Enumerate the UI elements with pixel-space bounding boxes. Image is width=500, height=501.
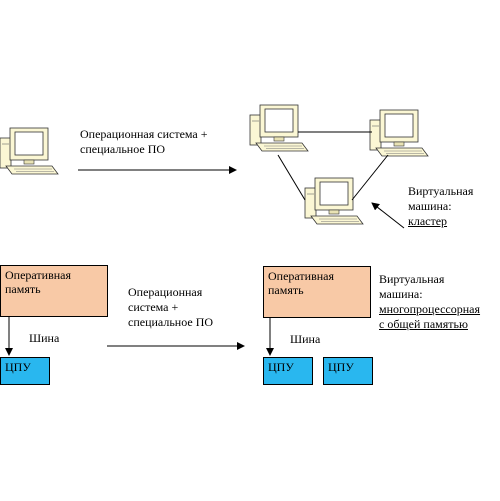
ram-right-line2: память: [268, 283, 304, 297]
ram-left-line2: память: [5, 282, 41, 296]
cluster-link: [277, 154, 306, 201]
ram-box-left: Оперативная память: [0, 265, 108, 317]
computer-icon: [369, 109, 429, 157]
computer-icon: [0, 127, 59, 175]
cluster-pointer-arrow: [371, 202, 405, 229]
bus-label-right: Шина: [290, 332, 321, 346]
cluster-vm-line2: машина:: [408, 199, 452, 213]
bus-label-left: Шина: [29, 331, 60, 345]
top-arrow-label-line2: специальное ПО: [80, 142, 166, 156]
smp-vm-line4: с общей памятью: [379, 317, 468, 331]
cpu-box-right-2: ЦПУ: [323, 357, 373, 385]
computer-icon: [304, 177, 364, 225]
cpu-box-left: ЦПУ: [0, 357, 50, 385]
cluster-vm-line3: кластер: [408, 214, 448, 228]
top-arrow-label-line1: Операционная система +: [80, 127, 208, 141]
cpu-left-label: ЦПУ: [5, 360, 31, 374]
cluster-vm-line1: Виртуальная: [408, 184, 474, 198]
cpu-box-right-1: ЦПУ: [263, 357, 313, 385]
ram-box-right: Оперативная память: [263, 266, 371, 318]
bottom-arrow-label-line1: Операционная: [128, 285, 203, 299]
computer-icon: [249, 104, 309, 152]
bottom-arrow-label-line2: система +: [128, 300, 179, 314]
bottom-arrow-label-line3: специальное ПО: [128, 315, 214, 329]
ram-right-line1: Оперативная: [268, 269, 335, 283]
ram-left-line1: Оперативная: [5, 268, 72, 282]
cpu-right-1-label: ЦПУ: [268, 360, 294, 374]
smp-vm-line3: многопроцессорная: [379, 302, 481, 316]
smp-vm-line1: Виртуальная: [379, 272, 445, 286]
smp-vm-line2: машина:: [379, 287, 423, 301]
cpu-right-2-label: ЦПУ: [328, 360, 354, 374]
cluster-link: [351, 154, 389, 201]
